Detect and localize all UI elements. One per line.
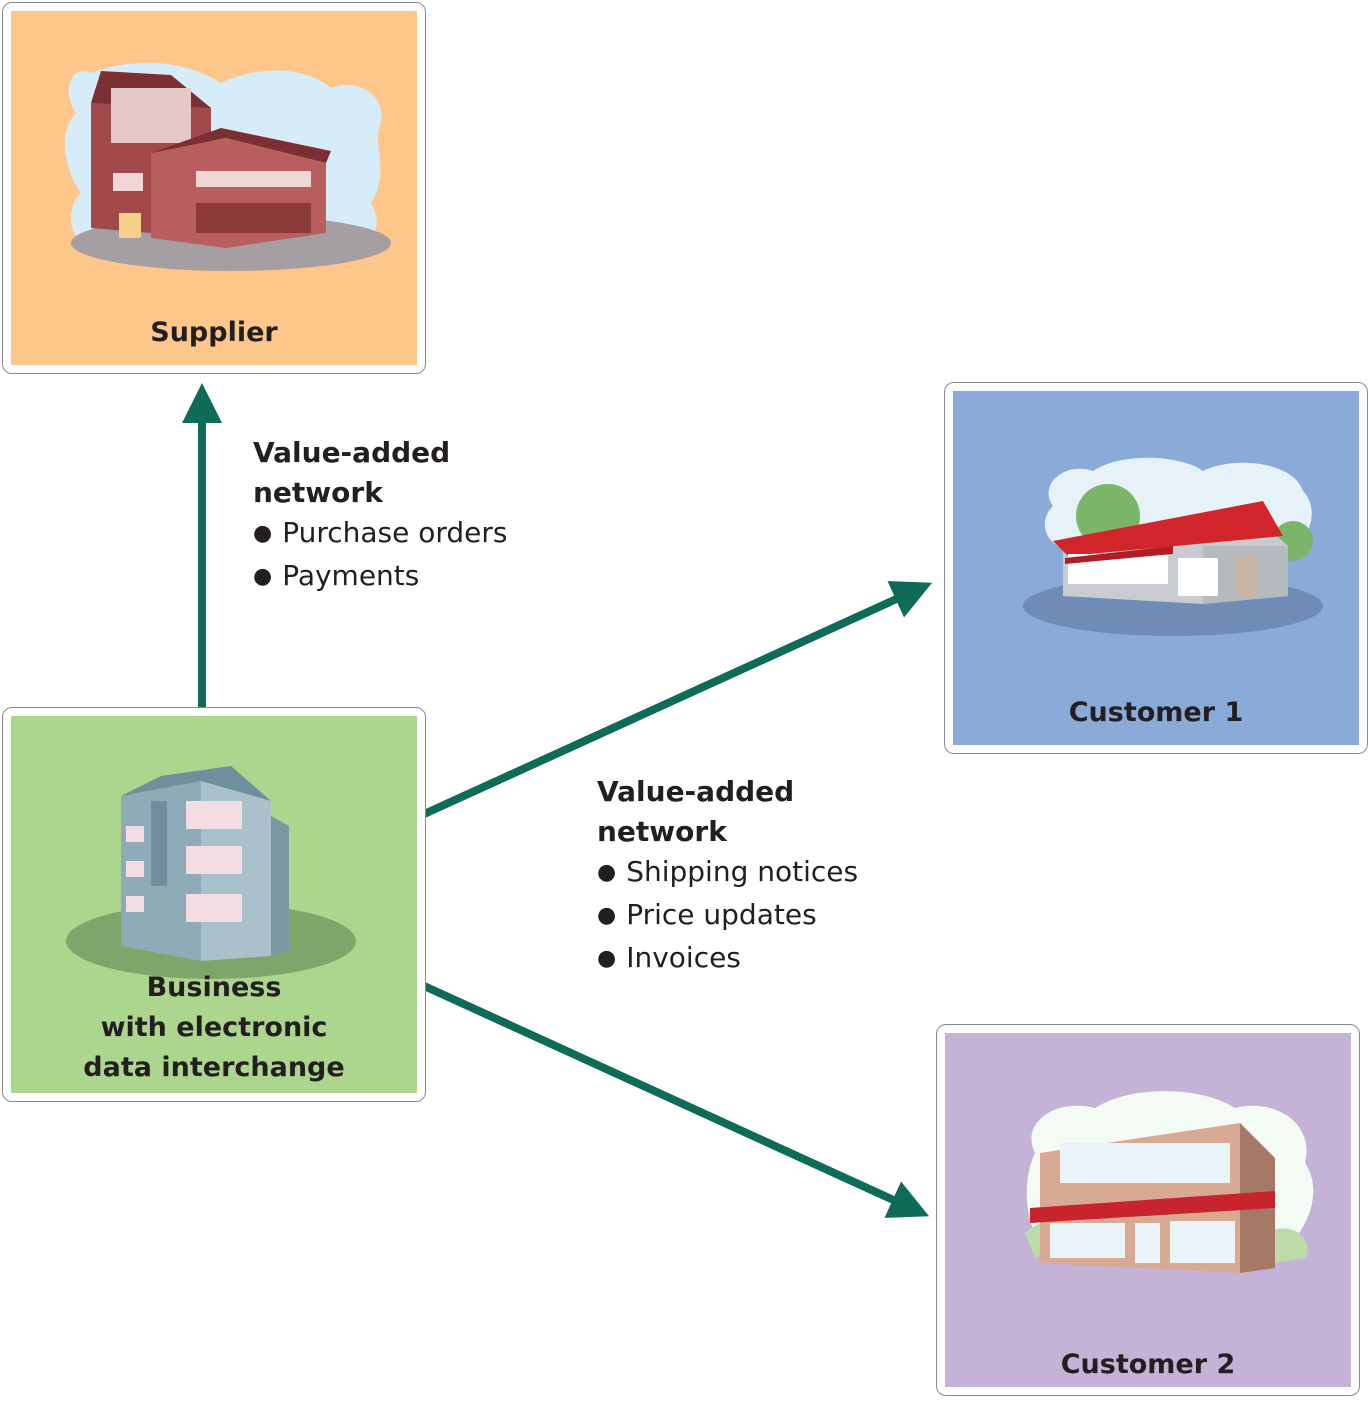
list-item: Purchase orders (253, 513, 507, 556)
office-building-icon (64, 62, 391, 271)
arrow-business-to-customer1 (420, 581, 933, 819)
supplier-label: Supplier (150, 317, 278, 348)
retail-store-icon (1023, 457, 1323, 636)
business-label-line-3: data interchange (83, 1052, 345, 1083)
customer1-node: Customer 1 (944, 382, 1368, 754)
supplier-network-label: Value-added network Purchase orders Paym… (253, 433, 508, 599)
customer2-label: Customer 2 (1060, 1349, 1236, 1380)
customer1-label: Customer 1 (1068, 697, 1244, 728)
list-item: Price updates (597, 895, 858, 938)
store-building-icon (1025, 1091, 1314, 1273)
business-label-line-1: Business (146, 972, 282, 1003)
customer-network-items: Shipping notices Price updates Invoices (597, 852, 858, 981)
business-node: Business with electronic data interchang… (2, 707, 426, 1102)
arrow-business-to-customer2 (420, 981, 930, 1218)
list-item: Payments (253, 556, 508, 599)
supplier-network-title: Value-added network (253, 436, 451, 509)
customer2-node: Customer 2 (936, 1024, 1360, 1396)
supplier-network-items: Purchase orders Payments (253, 513, 508, 599)
list-item: Invoices (597, 938, 858, 981)
customer-network-title: Value-added network (597, 775, 795, 848)
customer-network-label: Value-added network Shipping notices Pri… (597, 772, 858, 981)
supplier-node: Supplier (2, 2, 426, 374)
list-item: Shipping notices (597, 852, 858, 895)
business-label-line-2: with electronic (100, 1012, 328, 1043)
office-tower-icon (66, 766, 356, 979)
